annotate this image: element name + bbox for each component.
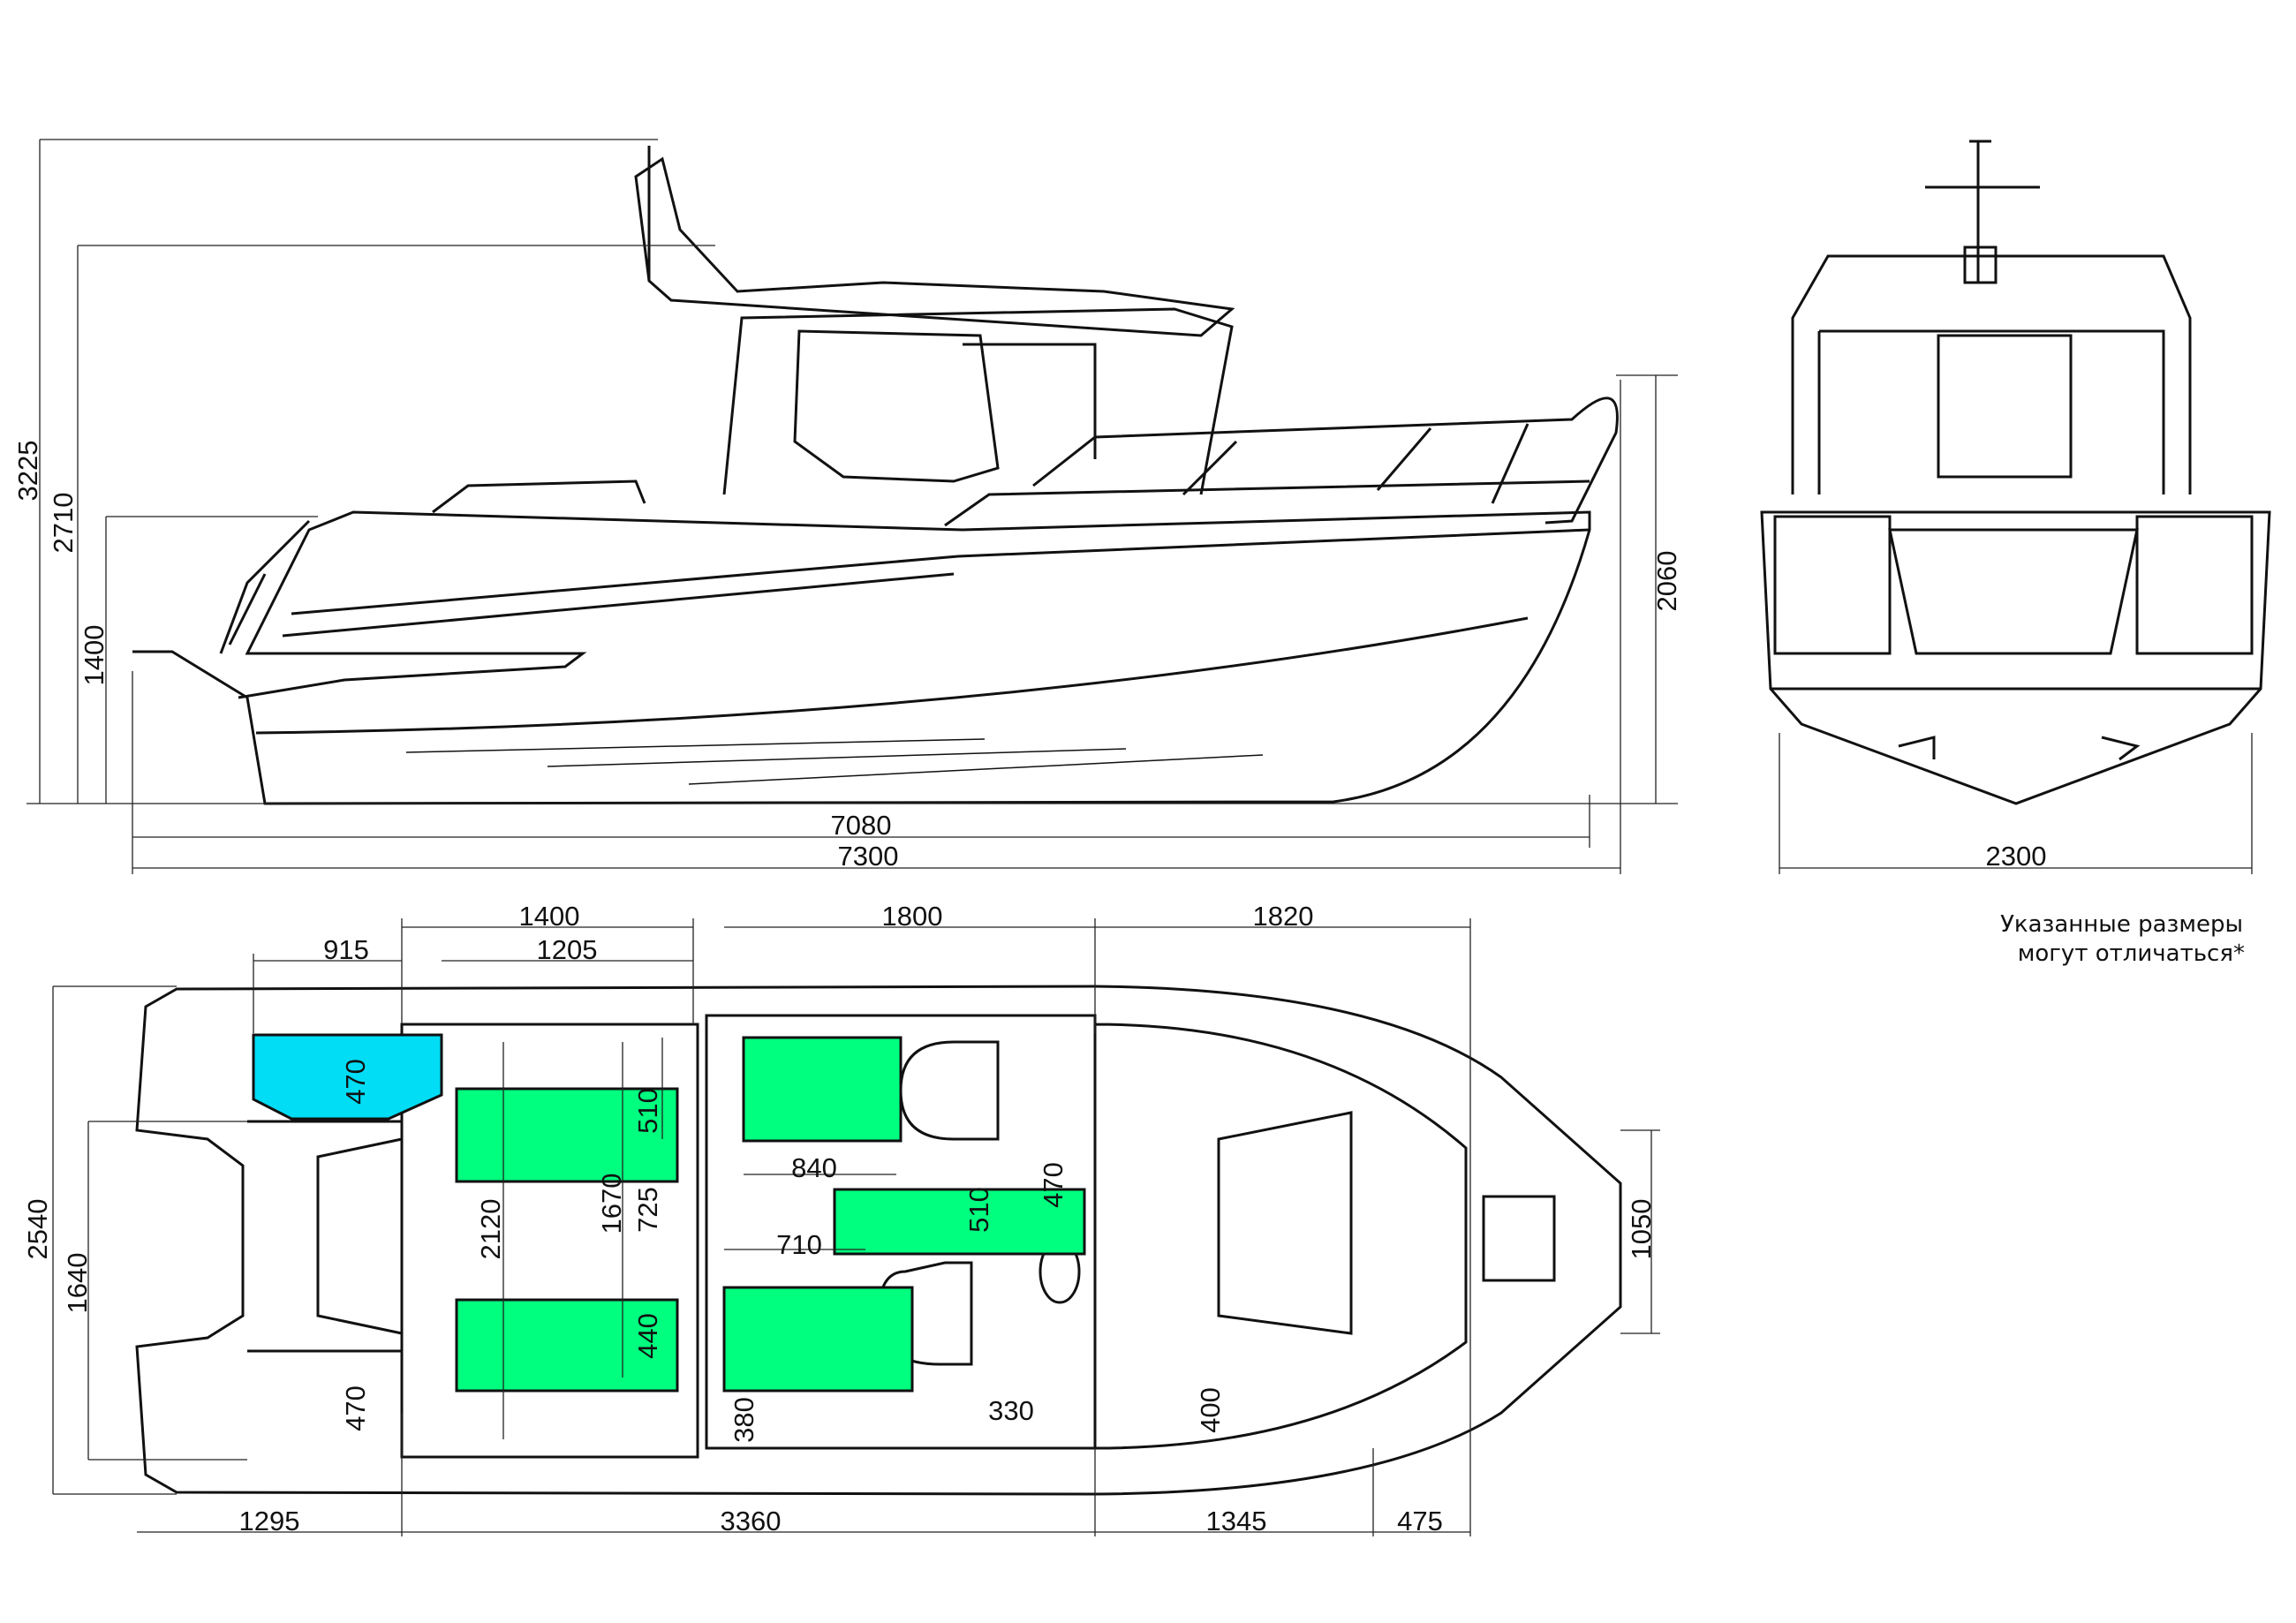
hull-front: [1760, 510, 2271, 805]
dim-height-bow-rail: 2060: [1651, 551, 1682, 612]
gunwale: [282, 528, 1590, 638]
dim-side-380: 380: [729, 1397, 759, 1443]
roof-arch: [634, 146, 1235, 337]
dim-bow-1050: 1050: [1626, 1199, 1657, 1260]
dim-aft-cushion-width: 510: [632, 1088, 663, 1134]
dim-length-hull: 7080: [831, 810, 892, 841]
hull-chine: [255, 616, 1529, 735]
dim-lines-plan: [52, 918, 1660, 1536]
note-line-2: могут отличаться*: [2018, 940, 2245, 967]
cabin: [722, 307, 1590, 527]
dim-top-1820: 1820: [1253, 901, 1314, 932]
dim-console-330: 330: [988, 1395, 1034, 1426]
transom-boxes: [1773, 515, 2254, 655]
dim-lines-side: [26, 139, 1678, 874]
cushion-seat-lower: [722, 1286, 914, 1393]
dim-top-1800: 1800: [882, 901, 943, 932]
bow-anchor-box: [1482, 1195, 1556, 1282]
plan-view: 1400 1800 1820 915 1205 2540 1640 470 51…: [22, 901, 1660, 1536]
dim-top-1205: 1205: [537, 934, 598, 965]
dim-height-arch: 2710: [48, 493, 79, 554]
dim-top-1400: 1400: [519, 901, 580, 932]
cushion-seat-upper: [742, 1036, 903, 1143]
fuel-tank: [252, 1033, 443, 1121]
cockpit-sole: [247, 1111, 1353, 1353]
dim-tank-width: 470: [340, 1059, 371, 1105]
cabin-front: [1791, 254, 2192, 494]
front-view: 2300: [1760, 140, 2271, 874]
note-line-1: Указанные размеры: [2000, 911, 2243, 938]
cushion-aft-upper: [455, 1087, 679, 1183]
dim-bench-length: 1670: [596, 1174, 627, 1234]
dim-length-overall: 7300: [838, 841, 899, 872]
mast-front: [1925, 140, 2040, 284]
aft-rail: [219, 479, 646, 654]
dim-aisle: 725: [632, 1187, 663, 1233]
dim-inner-width: 2120: [475, 1199, 506, 1260]
dim-side-400: 400: [1195, 1387, 1226, 1433]
dim-bottom-3360: 3360: [721, 1506, 782, 1536]
dim-bottom-1345: 1345: [1206, 1506, 1267, 1536]
dim-height-bow-eye: 1400: [79, 625, 110, 686]
side-view: 3225 2710 1400 2060 7080 7300: [12, 139, 1682, 874]
cushion-aft-lower: [455, 1298, 679, 1393]
dim-aft-cushion2-width: 440: [632, 1313, 663, 1359]
bow-rail: [1032, 396, 1619, 525]
dim-bottom-475: 475: [1397, 1506, 1443, 1536]
dim-beam: 2300: [1986, 841, 2047, 872]
dim-table-470: 470: [1038, 1162, 1069, 1208]
dim-table-510: 510: [963, 1187, 994, 1233]
hull-side: [132, 510, 1591, 805]
dim-line-beam: [1779, 733, 2253, 874]
dim-top-915: 915: [323, 934, 369, 965]
dim-seat-840: 840: [791, 1152, 837, 1183]
cushion-table: [833, 1188, 1086, 1256]
dim-seat-710: 710: [776, 1229, 822, 1260]
dim-bottom-1295: 1295: [239, 1506, 300, 1536]
strake-2: [547, 748, 1127, 767]
dim-height-total: 3225: [12, 441, 43, 502]
strake-3: [688, 754, 1264, 785]
dim-left-2540: 2540: [22, 1199, 53, 1260]
steps-front: [1898, 736, 2141, 761]
strake-1: [405, 738, 986, 753]
dim-left-1640: 1640: [62, 1253, 93, 1314]
dim-lower-470: 470: [340, 1385, 371, 1431]
